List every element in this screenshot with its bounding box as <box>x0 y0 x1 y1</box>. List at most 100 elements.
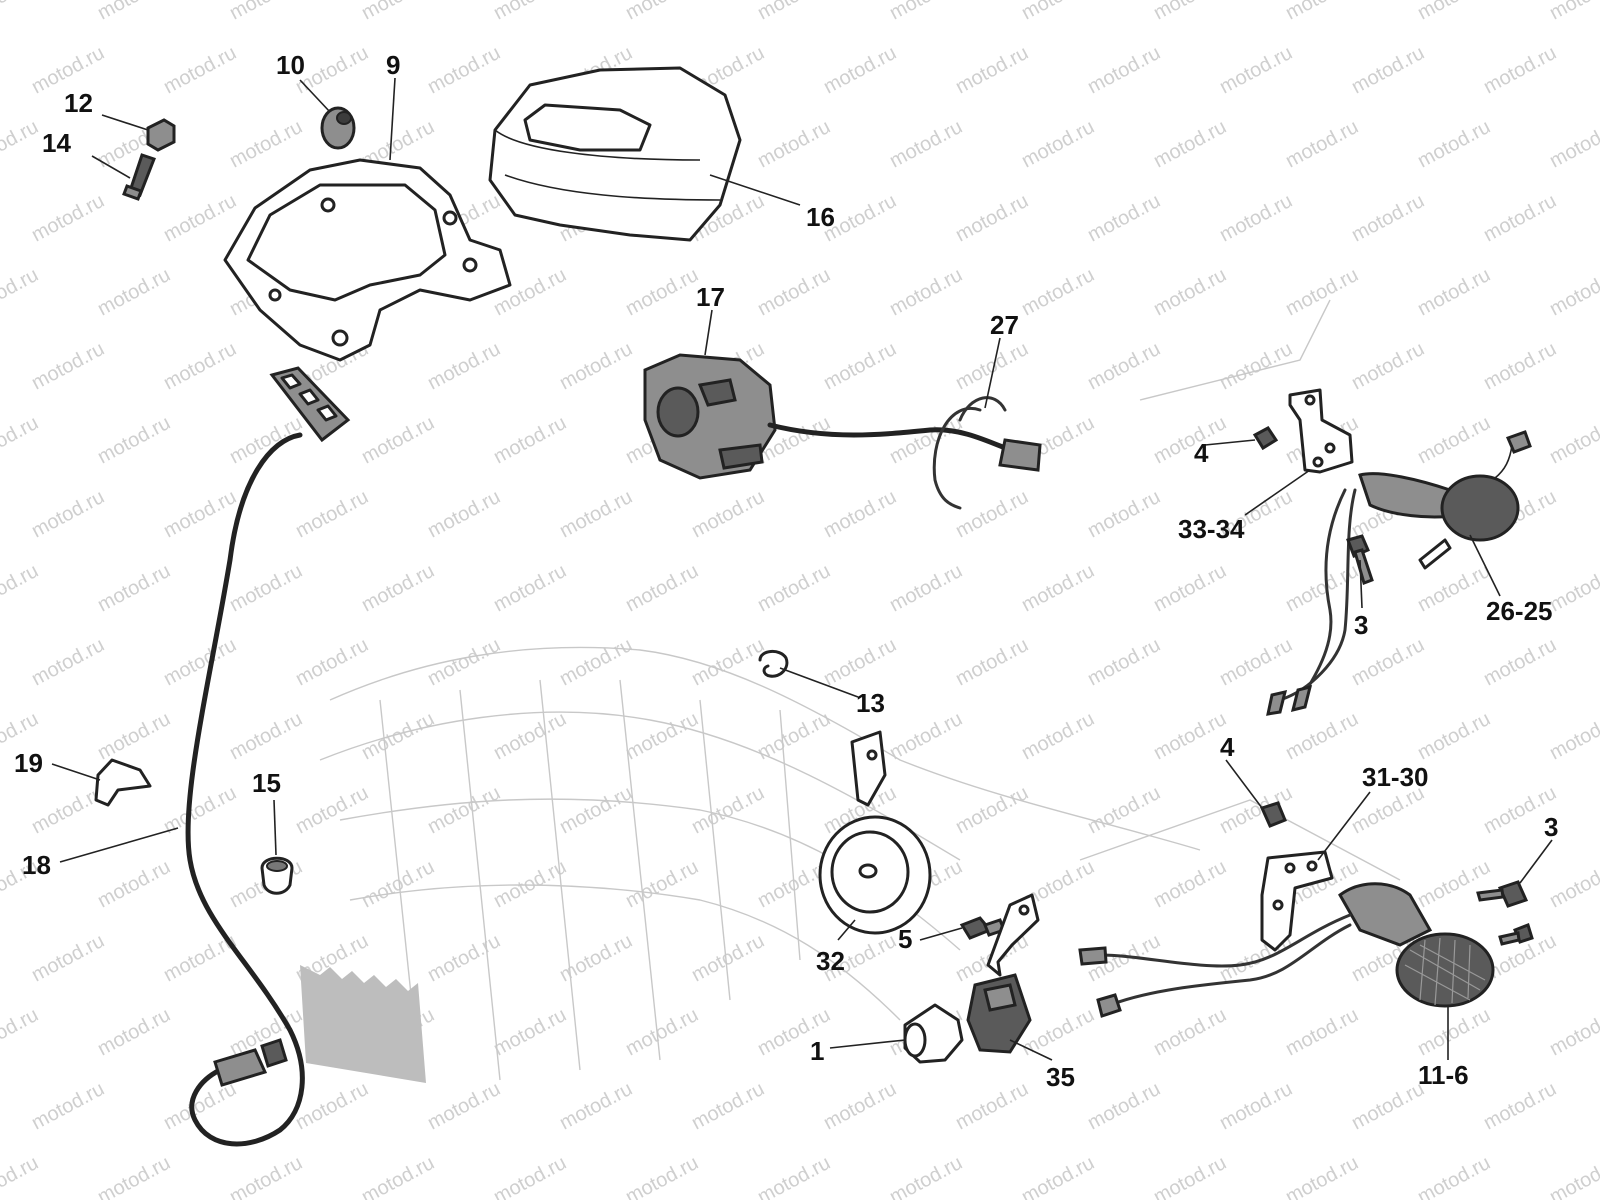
callout-27: 27 <box>990 310 1019 340</box>
watermark-text: motod.ru <box>0 0 42 24</box>
watermark-text: motod.ru <box>754 0 834 24</box>
watermark-text: motod.ru <box>94 1152 174 1200</box>
part-10-grommet <box>320 106 356 150</box>
watermark-text: motod.ru <box>886 116 966 172</box>
part-27-wire <box>958 396 1007 422</box>
watermark-text: motod.ru <box>1348 338 1428 394</box>
part-33-34-signal-bracket-upper <box>1288 388 1354 474</box>
watermark-text: motod.ru <box>94 856 174 912</box>
watermark-text: motod.ru <box>952 486 1032 542</box>
watermark-text: motod.ru <box>1150 560 1230 616</box>
callout-35: 35 <box>1046 1062 1075 1092</box>
watermark-text: motod.ru <box>0 1152 42 1200</box>
watermark-text: motod.ru <box>1018 1004 1098 1060</box>
watermark-text: motod.ru <box>1414 0 1494 24</box>
watermark-text: motod.ru <box>358 0 438 24</box>
watermark-text: motod.ru <box>1282 1152 1362 1200</box>
watermark-text: motod.ru <box>1546 0 1600 24</box>
callout-13: 13 <box>856 688 885 718</box>
watermark-text: motod.ru <box>1414 412 1494 468</box>
watermark-text: motod.ru <box>94 708 174 764</box>
watermark-text: motod.ru <box>94 560 174 616</box>
watermark-text: motod.ru <box>886 708 966 764</box>
watermark-text: motod.ru <box>1084 1078 1164 1134</box>
part-14-bolt <box>122 153 156 201</box>
watermark-text: motod.ru <box>358 1152 438 1200</box>
watermark-text: motod.ru <box>1480 634 1560 690</box>
watermark-text: motod.ru <box>1480 1078 1560 1134</box>
callout-15: 15 <box>252 768 281 798</box>
watermark-text: motod.ru <box>160 486 240 542</box>
watermark-text: motod.ru <box>424 338 504 394</box>
watermark-text: motod.ru <box>952 190 1032 246</box>
watermark-text: motod.ru <box>1348 190 1428 246</box>
watermark-text: motod.ru <box>688 634 768 690</box>
watermark-text: motod.ru <box>424 634 504 690</box>
watermark-text: motod.ru <box>886 264 966 320</box>
watermark-text: motod.ru <box>94 264 174 320</box>
watermark-text: motod.ru <box>226 116 306 172</box>
part-17-handlebar-switch <box>643 353 1042 510</box>
watermark-text: motod.ru <box>556 1078 636 1134</box>
part-19-cable-clip <box>94 758 152 807</box>
watermark-text: motod.ru <box>1018 560 1098 616</box>
watermark-text: motod.ru <box>1018 708 1098 764</box>
watermark-text: motod.ru <box>1216 782 1296 838</box>
watermark-text: motod.ru <box>1084 42 1164 98</box>
watermark-text: motod.ru <box>358 856 438 912</box>
watermark-text: motod.ru <box>358 560 438 616</box>
watermark-text: motod.ru <box>952 42 1032 98</box>
watermark-text: motod.ru <box>1150 856 1230 912</box>
watermark-text: motod.ru <box>0 116 42 172</box>
watermark-text: motod.ru <box>820 486 900 542</box>
watermark-text: motod.ru <box>1282 116 1362 172</box>
watermark-text: motod.ru <box>1216 42 1296 98</box>
watermark-text: motod.ru <box>160 42 240 98</box>
watermark-text: motod.ru <box>1084 338 1164 394</box>
watermark-text: motod.ru <box>886 560 966 616</box>
watermark-text: motod.ru <box>1150 0 1230 24</box>
watermark-text: motod.ru <box>490 1152 570 1200</box>
watermark-text: motod.ru <box>754 116 834 172</box>
watermark-text: motod.ru <box>490 708 570 764</box>
watermark-text: motod.ru <box>1216 634 1296 690</box>
watermark-text: motod.ru <box>1216 190 1296 246</box>
watermark-text: motod.ru <box>1150 412 1230 468</box>
watermark-text: motod.ru <box>1018 116 1098 172</box>
watermark-text: motod.ru <box>160 190 240 246</box>
watermark-text: motod.ru <box>1216 1078 1296 1134</box>
watermark-text: motod.ru <box>886 1152 966 1200</box>
part-3-screw-lower-right <box>1476 880 1534 946</box>
part-15-grommet <box>260 856 294 895</box>
watermark-text: motod.ru <box>1018 0 1098 24</box>
part-4-nut-lower <box>1259 801 1287 828</box>
watermark-text: motod.ru <box>28 338 108 394</box>
watermark-text: motod.ru <box>754 264 834 320</box>
watermark-text: motod.ru <box>226 1152 306 1200</box>
callout-32: 32 <box>816 946 845 976</box>
watermark-text: motod.ru <box>1282 264 1362 320</box>
watermark-text: motod.ru <box>1282 1004 1362 1060</box>
watermark-text: motod.ru <box>94 412 174 468</box>
watermark-text: motod.ru <box>0 264 42 320</box>
part-4-nut-upper <box>1252 426 1279 451</box>
watermark-text: motod.ru <box>1150 1004 1230 1060</box>
part-12-cap-nut <box>146 118 176 152</box>
watermark-text: motod.ru <box>94 1004 174 1060</box>
watermark-text: motod.ru <box>1084 634 1164 690</box>
watermark-text: motod.ru <box>622 0 702 24</box>
watermark-text: motod.ru <box>622 708 702 764</box>
watermark-text: motod.ru <box>622 1152 702 1200</box>
callout-18: 18 <box>22 850 51 880</box>
callout-11-6: 11-6 <box>1418 1060 1469 1090</box>
watermark-text: motod.ru <box>952 634 1032 690</box>
watermark-text: motod.ru <box>1414 116 1494 172</box>
watermark-text: motod.ru <box>1414 1152 1494 1200</box>
watermark-text: motod.ru <box>1084 486 1164 542</box>
watermark-text: motod.ru <box>424 930 504 986</box>
watermark-text: motod.ru <box>1348 1078 1428 1134</box>
watermark-text: motod.ru <box>28 1078 108 1134</box>
leader-lines <box>51 77 1553 1061</box>
watermark-text: motod.ru <box>1150 708 1230 764</box>
